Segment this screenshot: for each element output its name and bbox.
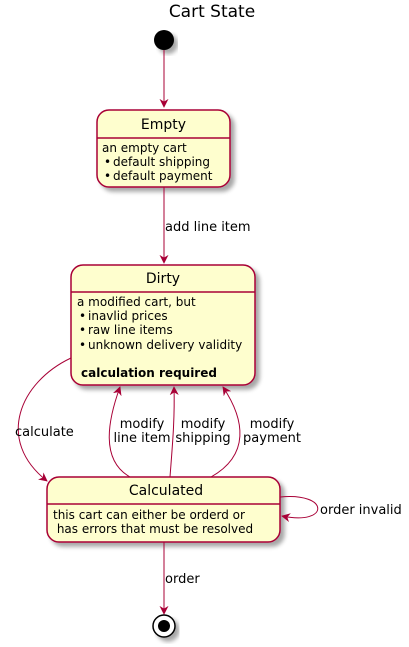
edge-modify-line-item [108, 386, 131, 478]
bullet-icon: • [104, 169, 111, 183]
diagram-title: Cart State [169, 2, 255, 22]
state-calculated-line: has errors that must be resolved [53, 522, 253, 536]
state-dirty-line: unknown delivery validity [88, 338, 242, 352]
edge-modify-payment [210, 386, 241, 478]
edge-label-modify-line-item: line item [114, 431, 171, 446]
edge-label-modify-line-item: modify [120, 417, 165, 432]
state-empty-name: Empty [141, 117, 186, 133]
bullet-icon: • [104, 155, 111, 169]
state-calculated: Calculated this cart can either be order… [46, 476, 281, 543]
final-state-node [152, 614, 176, 638]
state-calculated-name: Calculated [129, 483, 203, 499]
state-dirty-name: Dirty [146, 271, 180, 287]
edge-self-loop-order-invalid [279, 496, 319, 523]
state-dirty-line: raw line items [88, 323, 173, 337]
state-empty: Empty an empty cart • default shipping •… [96, 109, 231, 188]
edge-modify-shipping [169, 386, 179, 478]
state-dirty: Dirty a modified cart, but • inavlid pri… [70, 264, 256, 386]
edge-label-add-line-item: add line item [165, 220, 251, 235]
state-dirty-note: calculation required [81, 366, 217, 380]
edge-label-order: order [165, 572, 200, 587]
state-empty-line: default shipping [113, 155, 210, 169]
initial-state-node [154, 30, 174, 50]
edge-dirty-to-calculated [17, 357, 72, 482]
bullet-icon: • [79, 309, 86, 323]
edge-label-modify-shipping: shipping [175, 431, 230, 446]
state-empty-line: an empty cart [102, 141, 187, 155]
bullet-icon: • [79, 323, 86, 337]
edge-label-calculate: calculate [15, 425, 74, 440]
edge-label-order-invalid: order invalid [320, 503, 402, 518]
edge-label-modify-payment: payment [243, 431, 301, 446]
edge-label-modify-payment: modify [250, 417, 295, 432]
edge-label-modify-shipping: modify [181, 417, 226, 432]
state-dirty-line: inavlid prices [88, 309, 168, 323]
state-empty-line: default payment [113, 169, 213, 183]
state-calculated-line: this cart can either be orderd or [53, 508, 245, 522]
bullet-icon: • [79, 338, 86, 352]
state-dirty-line: a modified cart, but [77, 295, 196, 309]
